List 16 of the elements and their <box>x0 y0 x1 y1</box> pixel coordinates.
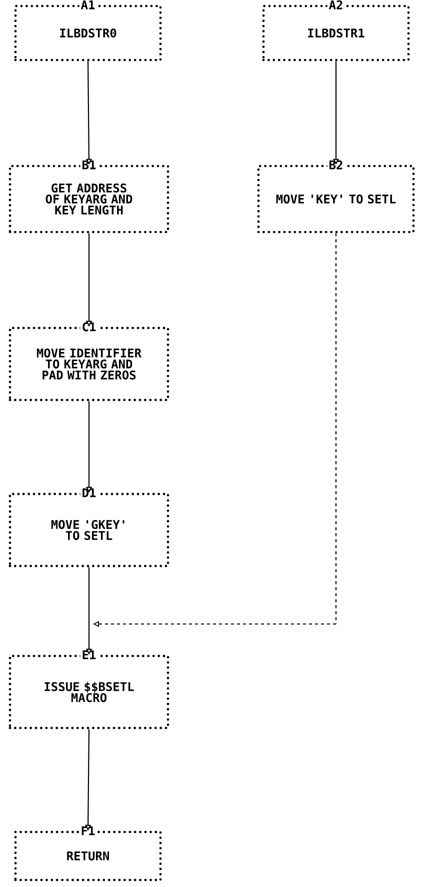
box-text: MOVE IDENTIFIER TO KEYARG AND PAD WITH ZEROS <box>36 348 142 380</box>
box-id: D1 <box>80 486 98 499</box>
box-text: GET ADDRESS OF KEYARG AND KEY LENGTH <box>46 183 132 215</box>
box-id: F1 <box>79 824 97 837</box>
box-text: MOVE 'GKEY' TO SETL <box>51 520 124 540</box>
box-id: A1 <box>79 0 97 11</box>
box-id: B2 <box>327 158 345 171</box>
box-text: ISSUE $$BSETL MACRO <box>44 682 134 702</box>
box-id: B1 <box>80 158 98 171</box>
box-text: ILBDSTR1 <box>308 28 364 38</box>
box-text: ILBDSTR0 <box>60 28 116 38</box>
box-text: RETURN <box>67 852 109 860</box>
box-text: MOVE 'KEY' TO SETL <box>276 194 396 204</box>
box-id: A2 <box>327 0 345 11</box>
box-id: E1 <box>80 648 98 661</box>
box-id: C1 <box>80 320 98 333</box>
